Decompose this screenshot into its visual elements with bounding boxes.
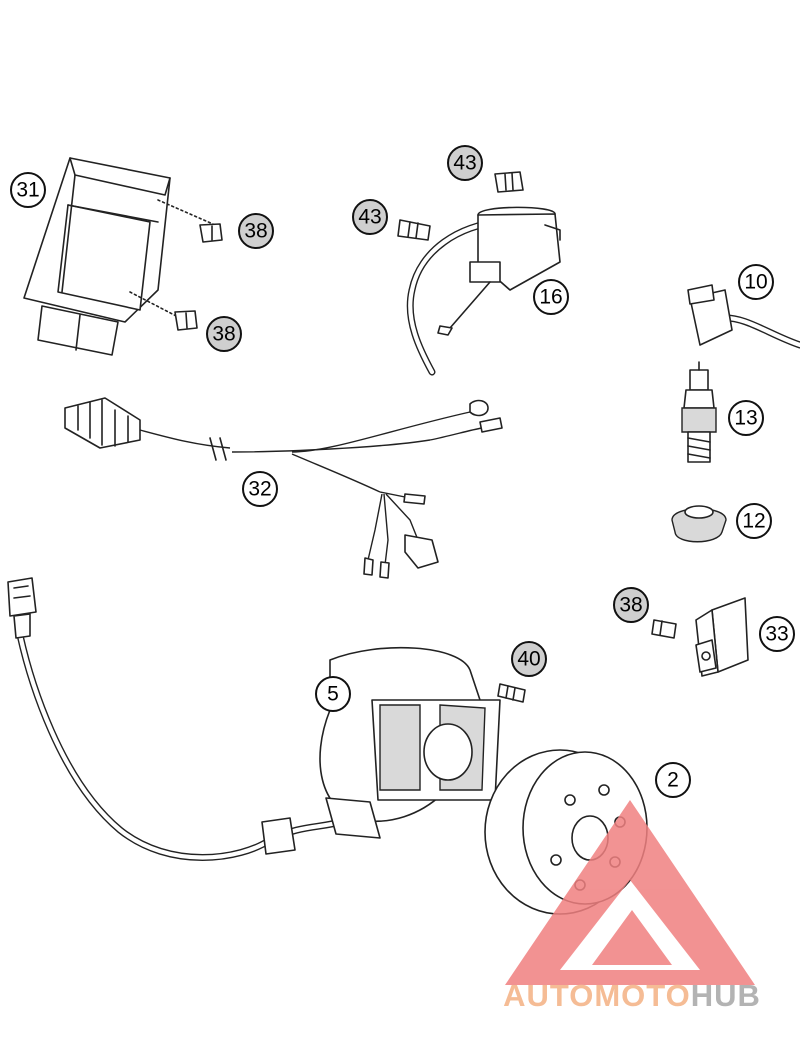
- callout-31-circle: [10, 172, 46, 208]
- automotohub-logo: AUTOMOTOHUB: [503, 800, 761, 1013]
- callout-33-circle: [759, 616, 795, 652]
- callout-33-label: 33: [765, 623, 788, 646]
- callout-16: 16: [533, 279, 569, 315]
- callout-38c-circle: [613, 587, 649, 623]
- callout-16-label: 16: [539, 286, 562, 309]
- callout-38a: 38: [238, 213, 274, 249]
- grommet-12: [671, 505, 727, 543]
- callout-12-circle: [736, 503, 772, 539]
- watermark-auto-moto: AUTOMOTO: [503, 978, 691, 1013]
- callout-13: 13: [728, 400, 764, 436]
- callout-32-label: 32: [248, 478, 271, 501]
- callout-12-label: 12: [742, 510, 765, 533]
- screw-43-lower: [397, 219, 431, 241]
- callout-31-label: 31: [16, 179, 39, 202]
- screw-43-upper: [494, 171, 524, 193]
- stator-5: [7, 577, 501, 861]
- callout-2-circle: [655, 762, 691, 798]
- callout-38a-circle: [238, 213, 274, 249]
- callout-2-label: 2: [667, 769, 679, 792]
- callout-38a-label: 38: [244, 220, 267, 243]
- callout-16-circle: [533, 279, 569, 315]
- screw-38-relay: [651, 619, 677, 639]
- callout-2: 2: [655, 762, 691, 798]
- callout-38b-label: 38: [212, 323, 235, 346]
- svg-text:AUTOMOTOHUB: AUTOMOTOHUB: [503, 978, 761, 1013]
- callout-43a-circle: [447, 145, 483, 181]
- spark-plug-13: [681, 361, 717, 463]
- callout-10-label: 10: [744, 271, 767, 294]
- callout-40-label: 40: [517, 648, 540, 671]
- callout-31: 31: [10, 172, 46, 208]
- wiring-harness-32: [64, 397, 503, 579]
- callout-10: 10: [738, 264, 774, 300]
- callout-33: 33: [759, 616, 795, 652]
- callout-40-circle: [511, 641, 547, 677]
- callout-10-circle: [738, 264, 774, 300]
- callout-43a: 43: [447, 145, 483, 181]
- callout-43b-label: 43: [358, 206, 381, 229]
- screw-40: [497, 683, 526, 703]
- callout-43b: 43: [352, 199, 388, 235]
- callout-38b-circle: [206, 316, 242, 352]
- callout-5-label: 5: [327, 683, 339, 706]
- relay-33: [695, 597, 749, 677]
- callout-5-circle: [315, 676, 351, 712]
- spark-plug-cap-10: [687, 284, 800, 349]
- callout-38c: 38: [613, 587, 649, 623]
- screw-38-lower: [174, 310, 198, 331]
- callout-13-circle: [728, 400, 764, 436]
- callout-12: 12: [736, 503, 772, 539]
- callout-38b: 38: [206, 316, 242, 352]
- callout-38c-label: 38: [619, 594, 642, 617]
- ecu-unit-31: [23, 157, 223, 356]
- callout-43b-circle: [352, 199, 388, 235]
- callout-43a-label: 43: [453, 152, 476, 175]
- screw-38-upper: [199, 223, 223, 243]
- watermark-hub: HUB: [691, 978, 761, 1013]
- callout-32-circle: [242, 471, 278, 507]
- callout-5: 5: [315, 676, 351, 712]
- ignition-coil-16: [406, 206, 561, 376]
- callout-13-label: 13: [734, 407, 757, 430]
- callout-40: 40: [511, 641, 547, 677]
- callout-32: 32: [242, 471, 278, 507]
